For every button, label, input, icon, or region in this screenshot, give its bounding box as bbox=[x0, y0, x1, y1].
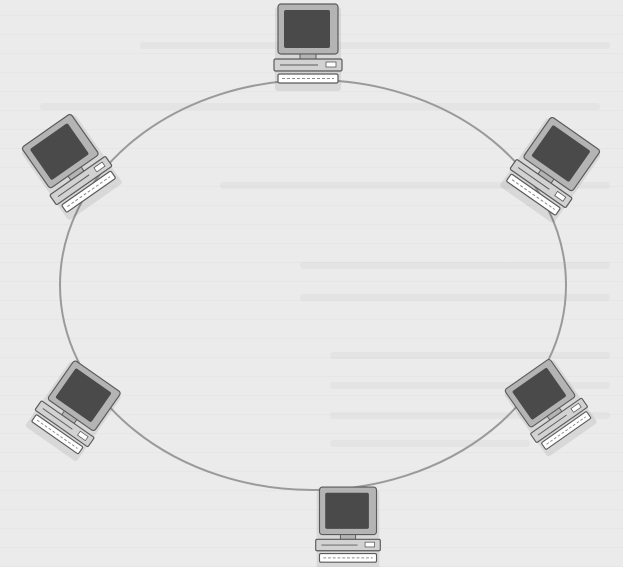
desktop-computer-icon bbox=[274, 4, 342, 91]
computer-upper-right-node bbox=[498, 114, 604, 224]
computer-top-node bbox=[274, 4, 342, 91]
nodes-layer bbox=[18, 4, 604, 567]
desktop-computer-icon bbox=[24, 358, 124, 463]
monitor-screen bbox=[284, 10, 330, 48]
ring-link bbox=[60, 80, 566, 490]
computer-lower-left-node bbox=[24, 358, 124, 463]
computer-lower-right-node bbox=[501, 356, 598, 457]
desktop-computer-icon bbox=[18, 111, 124, 221]
desktop-computer-icon bbox=[316, 487, 381, 567]
monitor-screen bbox=[325, 493, 369, 529]
computer-upper-left-node bbox=[18, 111, 124, 221]
desktop-computer-icon bbox=[498, 114, 604, 224]
computer-bottom-node bbox=[316, 487, 381, 567]
desktop-computer-icon bbox=[501, 356, 598, 457]
